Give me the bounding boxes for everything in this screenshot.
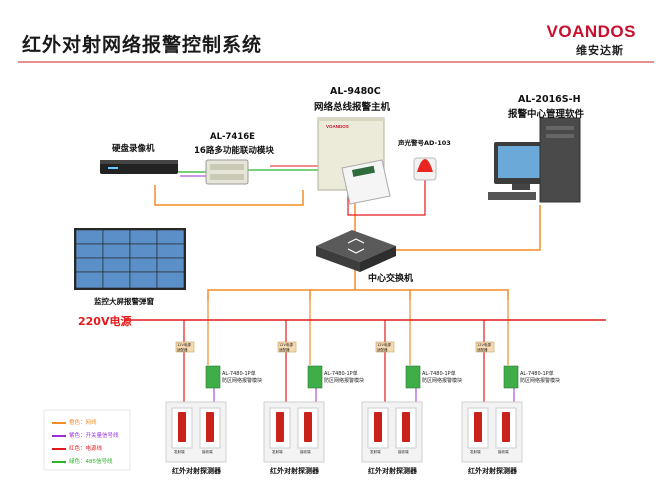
zone-module-label-3: AL-7480-1P单 防区网络报警模块 (422, 371, 463, 384)
rx-label-4: 接收端 (498, 450, 509, 454)
host-desc: 网络总线报警主机 (314, 102, 391, 113)
legend-swatch-network (52, 421, 66, 424)
psu-label-4: 12V电源 适配器 (477, 343, 491, 352)
psu-label-2: 12V电源 适配器 (279, 343, 293, 352)
brand-logo: VOANDOS (546, 22, 636, 41)
legend-swatch-power (52, 447, 66, 450)
tx-label-1: 发射端 (174, 450, 185, 454)
legend-swatch-signal (52, 434, 66, 437)
switch-label: 中心交换机 (368, 274, 414, 284)
rx-label-3: 接收端 (398, 450, 409, 454)
page-title: 红外对射网络报警控制系统 (22, 34, 263, 56)
legend-item-power: 红色：电源线 (52, 444, 102, 452)
video-wall-label: 监控大屏报警弹窗 (94, 297, 154, 306)
software-model: AL-2016S-H (518, 94, 581, 105)
video-wall (74, 228, 186, 290)
dvr-device (100, 160, 178, 174)
zone-module-label-4: AL-7480-1P单 防区网络报警模块 (520, 371, 561, 384)
network-cables (154, 185, 541, 300)
module-desc: 16路多功能联动模块 (194, 146, 274, 156)
dvr-label: 硬盘录像机 (112, 144, 155, 154)
rx-label-1: 接收端 (202, 450, 213, 454)
legend-item-rs485: 绿色：485信号线 (52, 457, 113, 465)
detector-label-4: 红外对射探测器 (468, 467, 517, 475)
legend-swatch-rs485 (52, 460, 66, 463)
module-model: AL-7416E (210, 132, 255, 142)
brand-name-cn: 维安达斯 (576, 44, 624, 57)
tx-label-4: 发射端 (470, 450, 481, 454)
detector-label-1: 红外对射探测器 (172, 467, 221, 475)
alarm-center-pc (488, 117, 581, 203)
psu-label-1: 12V电源 适配器 (177, 343, 191, 352)
software-desc: 报警中心管理软件 (508, 109, 585, 120)
legend-item-network: 橙色：网线 (52, 418, 97, 426)
tx-label-2: 发射端 (272, 450, 283, 454)
keypad (341, 159, 391, 205)
rx-label-2: 接收端 (300, 450, 311, 454)
zone-module-label-1: AL-7480-1P单 防区网络报警模块 (222, 371, 263, 384)
linkage-module (205, 159, 249, 185)
detector-label-2: 红外对射探测器 (270, 467, 319, 475)
siren-device (413, 157, 437, 181)
psu-label-3: 12V电源 适配器 (377, 343, 391, 352)
legend-item-signal: 紫色：开关量信号线 (52, 431, 119, 439)
power-label: 220V电源 (78, 315, 132, 328)
zone-groups (165, 341, 523, 463)
core-switch (316, 230, 396, 272)
detector-label-3: 红外对射探测器 (368, 467, 417, 475)
legend-frame (43, 409, 131, 471)
zone-module-label-2: AL-7480-1P单 防区网络报警模块 (324, 371, 365, 384)
host-model: AL-9480C (330, 86, 381, 97)
tx-label-3: 发射端 (370, 450, 381, 454)
svg-text:VOANDOS: VOANDOS (326, 124, 349, 129)
siren-label: 声光警号AD-103 (398, 139, 451, 147)
